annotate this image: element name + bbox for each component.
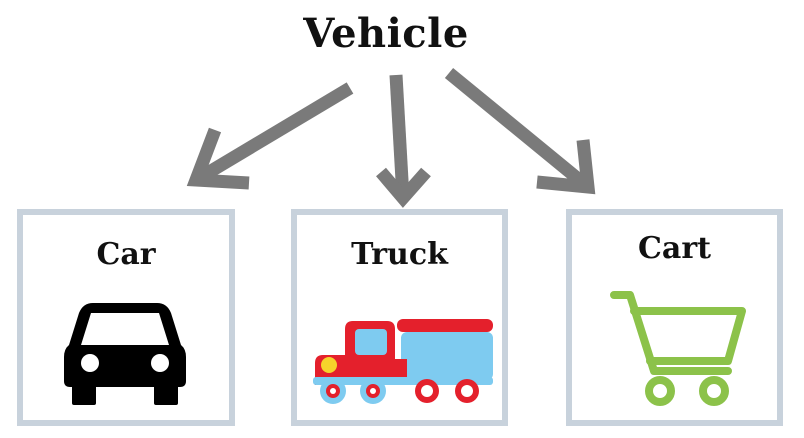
car-icon	[63, 297, 187, 411]
root-node-label: Vehicle	[303, 10, 469, 57]
child-node-label-cart: Cart	[638, 231, 711, 266]
child-node-label-car: Car	[96, 237, 156, 272]
shopping-cart-icon	[610, 289, 746, 415]
arrow-to-car	[186, 82, 354, 190]
child-node-car: Car	[17, 209, 235, 426]
truck-icon	[311, 313, 495, 409]
arrow-to-truck	[376, 74, 431, 208]
child-node-truck: Truck	[291, 209, 508, 426]
child-node-cart: Cart	[566, 209, 783, 426]
arrow-to-cart	[444, 67, 596, 195]
child-node-label-truck: Truck	[351, 237, 448, 272]
